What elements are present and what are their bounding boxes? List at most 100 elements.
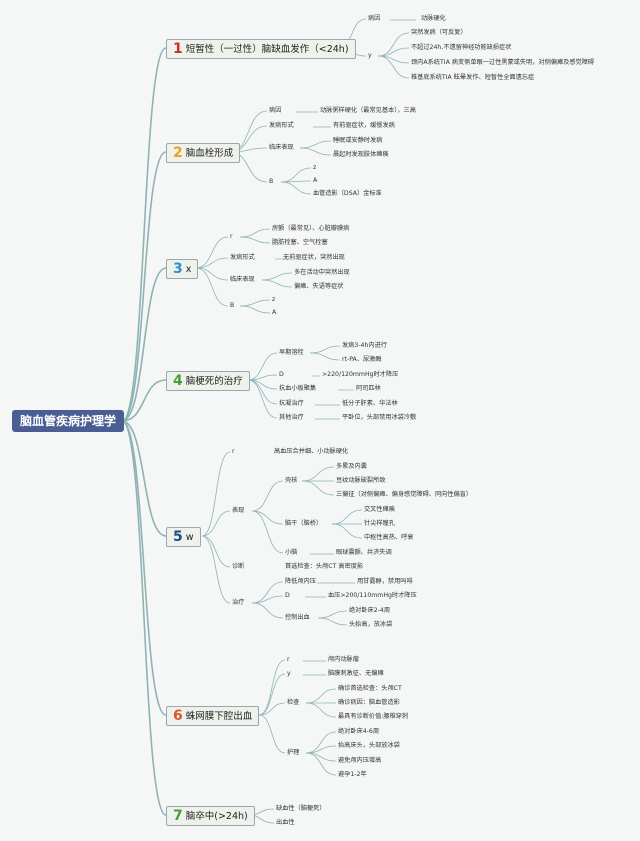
- node-9[interactable]: 动脉粥样硬化（最常见基本），三高: [320, 107, 416, 114]
- node-69[interactable]: 确诊首选检查：头颅CT: [338, 685, 402, 692]
- connector: [239, 228, 271, 238]
- node-24[interactable]: 临床表现: [230, 276, 255, 283]
- node-54[interactable]: 诊断: [232, 563, 245, 570]
- node-8[interactable]: 病因: [269, 107, 282, 114]
- connector: [121, 379, 167, 422]
- node-19[interactable]: r: [230, 233, 233, 240]
- node-68[interactable]: 检查: [287, 699, 300, 706]
- topic-2-label: 脑血栓形成: [185, 148, 234, 159]
- node-41[interactable]: r: [232, 448, 235, 455]
- node-1[interactable]: 病因: [368, 15, 381, 22]
- connector: [309, 345, 341, 354]
- node-27[interactable]: B: [230, 302, 235, 309]
- node-55[interactable]: 首选检查：头颅CT 高密度影: [285, 563, 364, 570]
- node-37[interactable]: 抗凝治疗: [279, 400, 304, 407]
- node-20[interactable]: 房颤（最常见）、心脏瓣膜病: [272, 225, 350, 232]
- node-62[interactable]: 绝对卧床2-4周: [349, 607, 391, 614]
- node-10[interactable]: 发病形式: [269, 122, 294, 129]
- node-36[interactable]: 阿司匹林: [356, 385, 381, 392]
- node-13[interactable]: 睡眠或安静时发病: [333, 137, 383, 144]
- node-75[interactable]: 避免颅内压增高: [338, 757, 382, 764]
- node-78[interactable]: 出血性: [276, 819, 295, 826]
- node-44[interactable]: 壳核: [285, 477, 298, 484]
- node-48[interactable]: 脑干（脑桥）: [285, 520, 323, 527]
- node-16[interactable]: z: [313, 164, 317, 171]
- node-11[interactable]: 有前驱症状，缓慢发病: [333, 122, 395, 129]
- node-23[interactable]: 无前驱症状，突然出现: [283, 254, 345, 261]
- node-6[interactable]: 颈内A系统TIA 病变侧单眼一过性黑蒙或失明，对侧偏瘫及感觉障碍: [411, 59, 595, 66]
- node-2[interactable]: 动脉硬化: [421, 15, 446, 22]
- node-56[interactable]: 治疗: [232, 599, 245, 606]
- node-52[interactable]: 小脑: [285, 549, 298, 556]
- topic-6-label: 蛛网膜下腔出血: [185, 711, 253, 722]
- connector: [251, 581, 284, 604]
- node-46[interactable]: 豆纹动脉破裂所致: [336, 477, 386, 484]
- node-53[interactable]: 眼球震颤、共济失调: [336, 549, 392, 556]
- node-35[interactable]: 抗血小板聚集: [279, 385, 317, 392]
- node-61[interactable]: 控制出血: [285, 614, 310, 621]
- node-74[interactable]: 抬高床头，头部放冰袋: [338, 742, 400, 749]
- topic-5-number: 5: [173, 529, 183, 545]
- node-31[interactable]: 发病3-4h内进行: [342, 342, 387, 349]
- node-7[interactable]: 椎基底系统TIA 眩晕发作、短暂性全面遗忘症: [411, 74, 535, 81]
- node-65[interactable]: 颅内动脉瘤: [328, 656, 359, 663]
- node-67[interactable]: 脑膜刺激征、无偏瘫: [328, 670, 384, 677]
- node-60[interactable]: 血压>200/110mmHg时才降压: [328, 592, 417, 599]
- root-topic[interactable]: 脑血管疾病护理学: [12, 410, 125, 432]
- connector: [247, 379, 278, 419]
- node-39[interactable]: 其他治疗: [279, 414, 304, 421]
- node-15[interactable]: B: [269, 178, 274, 185]
- node-38[interactable]: 低分子肝素、华法林: [342, 400, 398, 407]
- node-33[interactable]: D: [279, 371, 284, 378]
- node-14[interactable]: 晨起时发现肢体瘫痪: [333, 151, 389, 158]
- node-66[interactable]: y: [287, 670, 291, 677]
- node-73[interactable]: 绝对卧床4-6周: [338, 728, 380, 735]
- node-58[interactable]: 用甘露醇，禁用吗啡: [357, 578, 413, 585]
- node-22[interactable]: 发病形式: [230, 254, 255, 261]
- node-30[interactable]: 早期溶栓: [279, 349, 304, 356]
- node-29[interactable]: A: [272, 309, 277, 316]
- node-12[interactable]: 临床表现: [269, 144, 294, 151]
- node-72[interactable]: 护理: [287, 749, 300, 756]
- topic-2-number: 2: [173, 145, 183, 161]
- node-18[interactable]: 血管造影（DSA）金标准: [313, 190, 382, 197]
- node-17[interactable]: A: [313, 177, 318, 184]
- connector: [317, 610, 348, 619]
- node-64[interactable]: r: [287, 656, 290, 663]
- node-42[interactable]: 高血压合并细、小动脉硬化: [274, 448, 349, 455]
- node-76[interactable]: 避孕1-2年: [338, 771, 367, 778]
- node-3[interactable]: y: [368, 52, 372, 59]
- node-57[interactable]: 降低颅内压: [285, 578, 316, 585]
- node-5[interactable]: 不超过24h,不遗留神经功能缺损症状: [411, 44, 512, 51]
- node-71[interactable]: 最具有诊断价值:腰椎穿刺: [338, 713, 409, 720]
- node-28[interactable]: z: [272, 296, 276, 303]
- topic-7-label: 脑卒中(>24h): [185, 811, 248, 822]
- connector: [309, 352, 341, 361]
- node-26[interactable]: 偏瘫、失语等症状: [294, 283, 344, 290]
- node-34[interactable]: >220/120mmHg时才降压: [322, 371, 399, 378]
- node-77[interactable]: 缺血性（脑梗死）: [276, 805, 326, 812]
- node-43[interactable]: 表现: [232, 507, 245, 514]
- connector: [258, 673, 286, 716]
- node-47[interactable]: 三偏征（对侧偏瘫、偏身感觉障碍、同向性偏盲）: [336, 491, 473, 498]
- node-59[interactable]: D: [285, 592, 290, 599]
- node-25[interactable]: 多在活动中突然出现: [294, 269, 350, 276]
- node-51[interactable]: 中枢性高热、呼衰: [364, 534, 414, 541]
- node-63[interactable]: 头抬高，放冰袋: [349, 621, 393, 628]
- node-32[interactable]: rt-PA、尿激酶: [342, 356, 382, 363]
- node-45[interactable]: 多累及内囊: [336, 463, 367, 470]
- node-50[interactable]: 针尖样瞳孔: [364, 520, 395, 527]
- node-4[interactable]: 突然发病（可反复）: [411, 29, 467, 36]
- node-70[interactable]: 确诊病因：脑血管造影: [338, 699, 400, 706]
- node-49[interactable]: 交叉性瘫痪: [364, 506, 395, 513]
- node-21[interactable]: 脂肪栓塞、空气栓塞: [272, 239, 328, 246]
- node-40[interactable]: 平卧位，头部禁用冰袋冷敷: [342, 414, 417, 421]
